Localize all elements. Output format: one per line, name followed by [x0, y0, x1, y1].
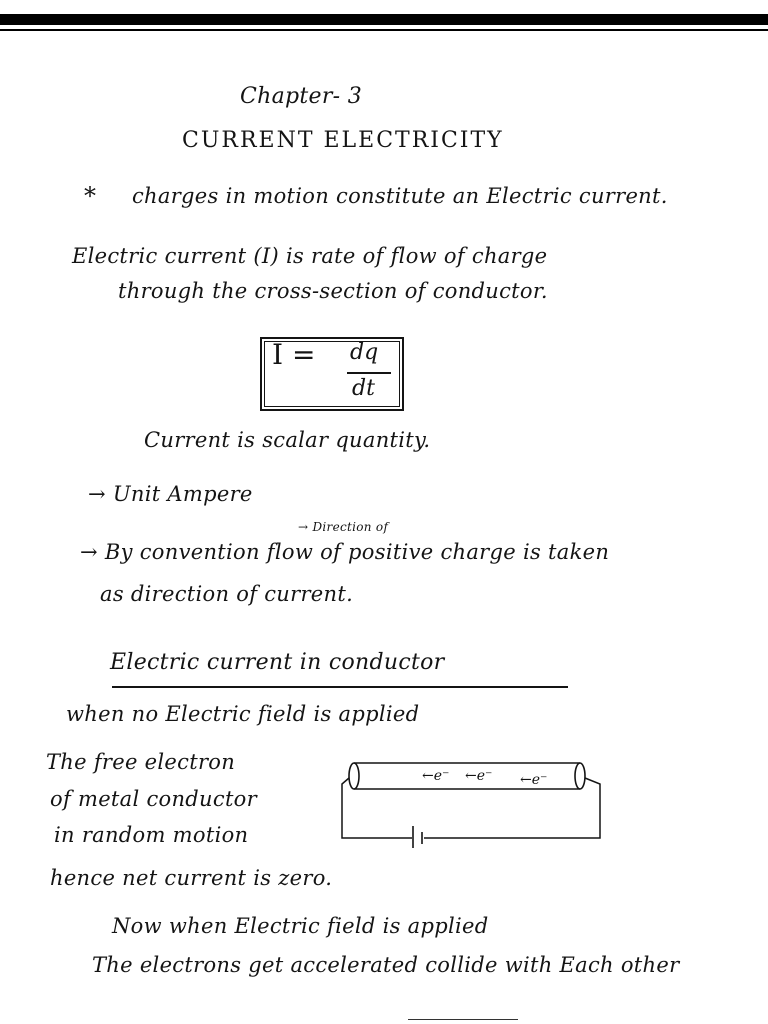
formula-lhs: I =	[272, 338, 316, 371]
formula-denominator: dt	[352, 376, 375, 401]
unit-statement: → Unit Ampere	[88, 482, 253, 506]
field-applied-statement: Now when Electric field is applied	[112, 914, 489, 938]
no-field-statement: when no Electric field is applied	[66, 702, 420, 726]
definition-line-2: through the cross-section of conductor.	[118, 279, 548, 303]
scalar-statement: Current is scalar quantity.	[144, 428, 431, 452]
bottom-page-mark	[408, 1019, 518, 1020]
chapter-number: Chapter- 3	[240, 84, 363, 109]
top-border-bar	[0, 14, 768, 25]
free-electron-line-2: of metal conductor	[50, 787, 257, 811]
definition-line-1: Electric current (I) is rate of flow of …	[72, 244, 548, 268]
formula-box	[260, 337, 404, 411]
electron-label-1: ←e⁻	[422, 768, 450, 784]
free-electron-line-3: in random motion	[54, 823, 249, 847]
convention-line-1: → By convention flow of positive charge …	[80, 540, 610, 564]
battery-cell-icon	[412, 826, 423, 848]
fraction-bar	[347, 372, 391, 374]
electron-label-3: ←e⁻	[520, 772, 548, 788]
circuit-wire	[341, 777, 601, 839]
heading-underline	[112, 686, 568, 688]
chapter-title: CURRENT ELECTRICITY	[182, 128, 504, 153]
electron-label-2: ←e⁻	[465, 768, 493, 784]
conductor-circuit-diagram	[341, 762, 601, 848]
top-border-line	[0, 29, 768, 31]
formula-numerator: dq	[350, 340, 379, 365]
star-bullet: *	[84, 182, 97, 210]
direction-annotation: → Direction of	[298, 520, 389, 534]
motion-statement: charges in motion constitute an Electric…	[132, 184, 668, 208]
conductor-cylinder	[348, 762, 586, 790]
section-heading: Electric current in conductor	[110, 650, 445, 675]
acceleration-statement: The electrons get accelerated collide wi…	[92, 953, 680, 977]
zero-current-statement: hence net current is zero.	[50, 866, 333, 890]
free-electron-line-1: The free electron	[46, 750, 236, 774]
convention-line-2: as direction of current.	[100, 582, 354, 606]
